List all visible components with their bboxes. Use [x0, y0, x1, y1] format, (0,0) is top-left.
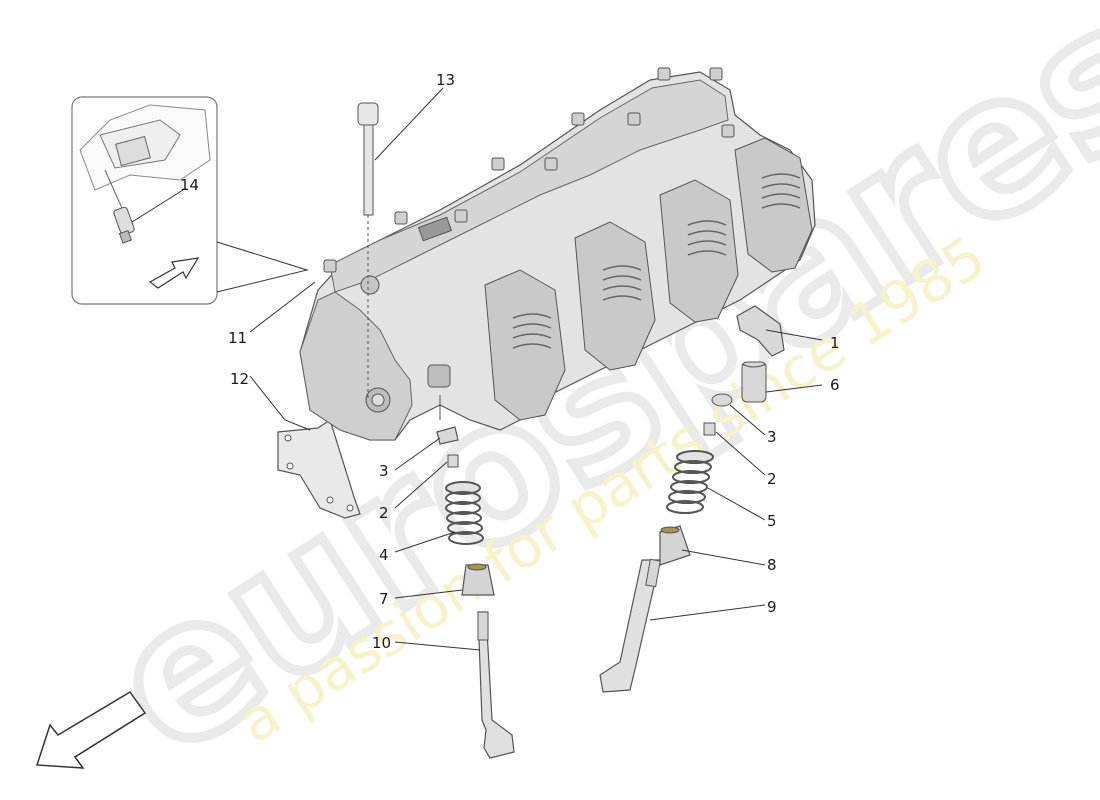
retainer-part-2-right — [703, 422, 716, 436]
spring-part-5 — [666, 450, 714, 514]
callouts: 13 14 11 12 1 6 3 2 5 8 9 3 2 4 7 10 — [180, 71, 840, 652]
callout-7: 7 — [379, 590, 389, 608]
callout-9: 9 — [767, 598, 777, 616]
inset-detail — [71, 96, 218, 305]
callout-2-left: 2 — [379, 504, 389, 522]
retainer-part-2-left — [447, 454, 459, 468]
camshaft-carrier-part-11 — [299, 67, 816, 441]
callout-2-right: 2 — [767, 470, 777, 488]
leader-lines — [131, 87, 823, 651]
callout-13: 13 — [436, 71, 455, 89]
left-valve-train — [436, 395, 515, 759]
callout-1: 1 — [830, 334, 840, 352]
callout-3-left: 3 — [379, 462, 389, 480]
callout-4: 4 — [379, 546, 389, 564]
lifter-part-6 — [741, 361, 767, 403]
callout-6: 6 — [830, 376, 840, 394]
spring-part-4 — [445, 481, 484, 545]
callout-3-right: 3 — [767, 428, 777, 446]
callout-8: 8 — [767, 556, 777, 574]
valve-part-10 — [477, 611, 515, 759]
callout-14: 14 — [180, 176, 199, 194]
right-valve-train — [599, 305, 785, 693]
callout-10: 10 — [372, 634, 391, 652]
cotter-part-3-left — [436, 426, 459, 445]
rocker-part-1 — [736, 305, 785, 357]
callout-11: 11 — [228, 329, 247, 347]
bracket-part-12 — [277, 419, 361, 519]
direction-arrow-icon — [35, 691, 147, 769]
callout-5: 5 — [767, 512, 777, 530]
cotter-part-3-right — [711, 393, 733, 407]
bolt-part-13 — [357, 102, 379, 400]
callout-12: 12 — [230, 370, 249, 388]
valve-part-9 — [599, 559, 661, 693]
